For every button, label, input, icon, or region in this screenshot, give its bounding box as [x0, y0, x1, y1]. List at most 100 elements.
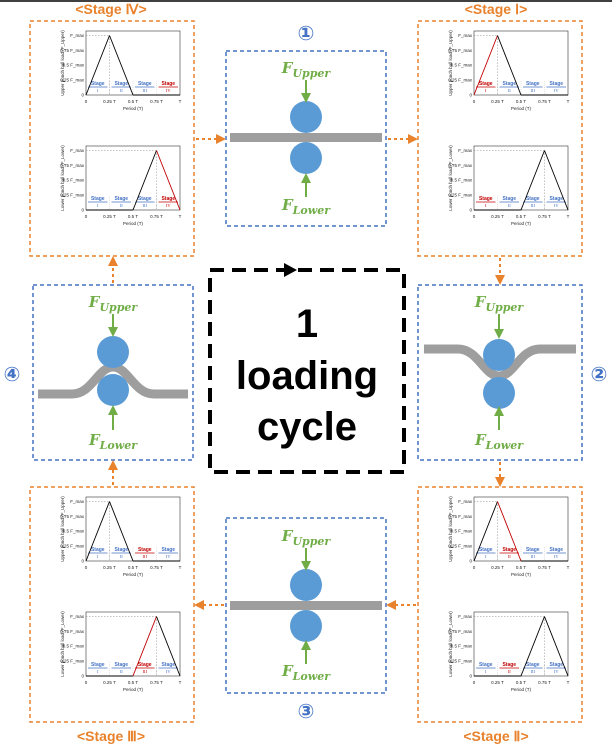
cycle-arrowhead	[284, 263, 297, 277]
x-tick-label: 0.25 T	[103, 680, 116, 685]
x-axis-label: Period (T)	[511, 106, 532, 111]
y-tick-label: F_max	[70, 499, 85, 504]
y-tick-label: 0.25 F_max	[448, 659, 473, 664]
center-line-3: cycle	[257, 405, 357, 449]
stage-plots: Upper punch ball load (F_Upper) F_max 0.75…	[60, 30, 182, 226]
load-curve-segment	[156, 616, 181, 677]
x-tick-label: 0.75 T	[150, 214, 163, 219]
load-plot: Upper punch ball load (F_Upper)F_max0.75…	[60, 30, 182, 111]
stage-label: Stage	[138, 196, 152, 202]
stage-label: Stage	[502, 662, 516, 668]
stage-numeral: III	[143, 203, 148, 208]
load-curve-segment	[497, 501, 522, 562]
y-tick-label: F_max	[458, 33, 473, 38]
x-tick-label: 0.5 T	[516, 680, 526, 685]
load-plot: Lower punch ball load (F_Lower)F_max0.75…	[60, 145, 182, 226]
load-curve-segment	[544, 616, 569, 677]
load-curve-segment	[156, 150, 181, 211]
plot-frame	[85, 30, 181, 96]
y-tick-label: 0	[81, 93, 84, 98]
load-curve-segment	[473, 35, 498, 96]
x-tick-label: 0	[473, 214, 476, 219]
plot-frame	[473, 496, 569, 562]
y-tick-label: 0.5 F_max	[451, 644, 473, 649]
load-curve-segment	[544, 150, 569, 211]
y-axis-label: Upper punch ball load (F_Upper)	[60, 30, 65, 96]
stage-numeral: II	[508, 203, 511, 208]
y-tick-label: 0	[469, 559, 472, 564]
stage-numeral: III	[143, 88, 148, 93]
stage-numeral: II	[120, 203, 123, 208]
y-tick-label: 0	[81, 208, 84, 213]
stage-label: Stage	[138, 81, 152, 87]
x-tick-label: 0	[85, 214, 88, 219]
x-tick-label: 0	[85, 565, 88, 570]
x-tick-label: 0.25 T	[103, 99, 116, 104]
x-tick-label: 0.25 T	[491, 680, 504, 685]
stage-label: Stage	[526, 196, 540, 202]
stage-plots: Upper punch ball load (F_Upper)F_max0.75…	[60, 496, 182, 692]
x-axis-label: Period (T)	[123, 106, 144, 111]
stage-2-frame	[417, 486, 583, 723]
x-tick-label: 0.75 T	[538, 680, 551, 685]
plot-frame	[85, 145, 181, 211]
x-axis-label: Period (T)	[511, 572, 532, 577]
load-curve-segment	[132, 150, 157, 211]
stage-label: Stage	[502, 81, 516, 87]
x-tick-label: 0	[85, 99, 88, 104]
x-tick-label: 0	[473, 99, 476, 104]
x-tick-label: 0.5 T	[128, 680, 138, 685]
stage-numeral: I	[97, 88, 99, 93]
plot-frame	[473, 611, 569, 677]
x-tick-label: 0.25 T	[491, 99, 504, 104]
load-curve-segment	[520, 616, 545, 677]
load-curve-segment	[109, 35, 134, 96]
load-curve-segment	[497, 35, 522, 96]
x-tick-label: T	[567, 680, 570, 685]
y-tick-label: 0.5 F_max	[451, 529, 473, 534]
stage-numeral: I	[485, 554, 487, 559]
y-tick-label: 0.5 F_max	[451, 178, 473, 183]
stage-numeral: IV	[554, 88, 559, 93]
upper-force-label: FUpper	[281, 527, 332, 548]
y-tick-label: 0.25 F_max	[60, 78, 85, 83]
y-tick-label: 0.25 F_max	[60, 659, 85, 664]
stage-label: Stage	[479, 547, 493, 553]
stage-numeral: IV	[166, 88, 171, 93]
stage-label: Stage	[161, 547, 175, 553]
stage-label: Stage	[526, 81, 540, 87]
stage-numeral: I	[485, 669, 487, 674]
stage-plots: Upper punch ball load (F_Upper)F_max0.75…	[448, 496, 570, 692]
stage-label: Stage	[91, 196, 105, 202]
load-curve-segment	[132, 616, 157, 677]
y-tick-label: 0	[469, 93, 472, 98]
plot-frame	[473, 145, 569, 211]
stage-label: Stage	[91, 81, 105, 87]
load-curve-segment	[85, 35, 110, 96]
stage-numeral: IV	[554, 554, 559, 559]
lower-force-label: FLower	[474, 431, 524, 452]
stage-numeral: I	[97, 203, 99, 208]
y-tick-label: 0	[469, 208, 472, 213]
stage-1-frame	[417, 20, 583, 257]
x-tick-label: 0.5 T	[516, 214, 526, 219]
y-axis-label: Lower punch ball load (F_Lower)	[448, 611, 453, 677]
load-curve-segment	[520, 150, 545, 211]
x-tick-label: 0.25 T	[103, 214, 116, 219]
x-tick-label: 0	[85, 680, 88, 685]
x-tick-label: T	[567, 99, 570, 104]
stage-label: Stage	[502, 196, 516, 202]
load-plot: Lower punch ball load (F_Lower)F_max0.75…	[448, 611, 570, 692]
stage-4-label: <Stage Ⅳ>	[75, 1, 146, 17]
x-tick-label: 0.5 T	[128, 99, 138, 104]
stage-label: Stage	[114, 662, 128, 668]
y-tick-label: F_max	[70, 33, 85, 38]
stage-label: Stage	[479, 196, 493, 202]
step-2-marker: ②	[591, 362, 608, 386]
y-tick-label: 0.25 F_max	[448, 193, 473, 198]
stage-numeral: II	[508, 554, 511, 559]
upper-ball	[97, 336, 129, 368]
stage-2-label: <Stage Ⅱ>	[463, 728, 528, 744]
x-tick-label: 0.5 T	[128, 214, 138, 219]
